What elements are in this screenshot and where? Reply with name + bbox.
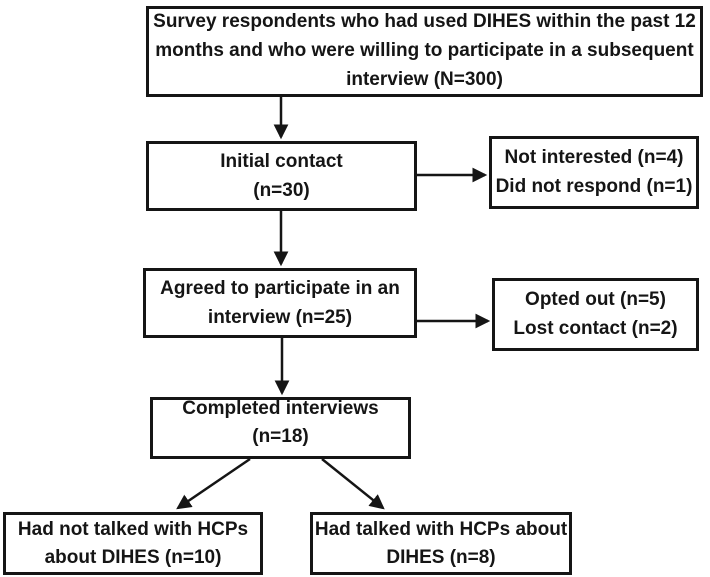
arrow-completed-to-had-not-talked <box>176 457 251 510</box>
node-agreed-to-participate-label: Agreed to participate in an interview (n… <box>160 277 400 328</box>
node-opted-out: Opted out (n=5) Lost contact (n=2) <box>492 278 699 351</box>
node-opted-out-label: Opted out (n=5) Lost contact (n=2) <box>513 289 678 339</box>
node-completed-interviews: Completed interviews (n=18) <box>150 397 411 459</box>
node-completed-interviews-label: Completed interviews (n=18) <box>182 397 379 448</box>
arrow-completed-to-had-talked <box>321 458 385 510</box>
node-had-not-talked-hcps: Had not talked with HCPs about DIHES (n=… <box>3 512 263 575</box>
node-agreed-to-participate: Agreed to participate in an interview (n… <box>143 268 417 338</box>
node-survey-respondents: Survey respondents who had used DIHES wi… <box>146 6 703 97</box>
node-initial-contact-label: Initial contact (n=30) <box>220 150 343 201</box>
node-had-not-talked-hcps-label: Had not talked with HCPs about DIHES (n=… <box>17 518 249 568</box>
node-had-talked-hcps-label: Had talked with HCPs about DIHES (n=8) <box>314 518 568 568</box>
node-had-talked-hcps: Had talked with HCPs about DIHES (n=8) <box>310 512 572 575</box>
node-initial-contact: Initial contact (n=30) <box>146 141 417 211</box>
node-not-interested-label: Not interested (n=4) Did not respond (n=… <box>495 147 693 197</box>
node-not-interested: Not interested (n=4) Did not respond (n=… <box>489 136 699 209</box>
node-survey-respondents-label: Survey respondents who had used DIHES wi… <box>153 11 696 90</box>
